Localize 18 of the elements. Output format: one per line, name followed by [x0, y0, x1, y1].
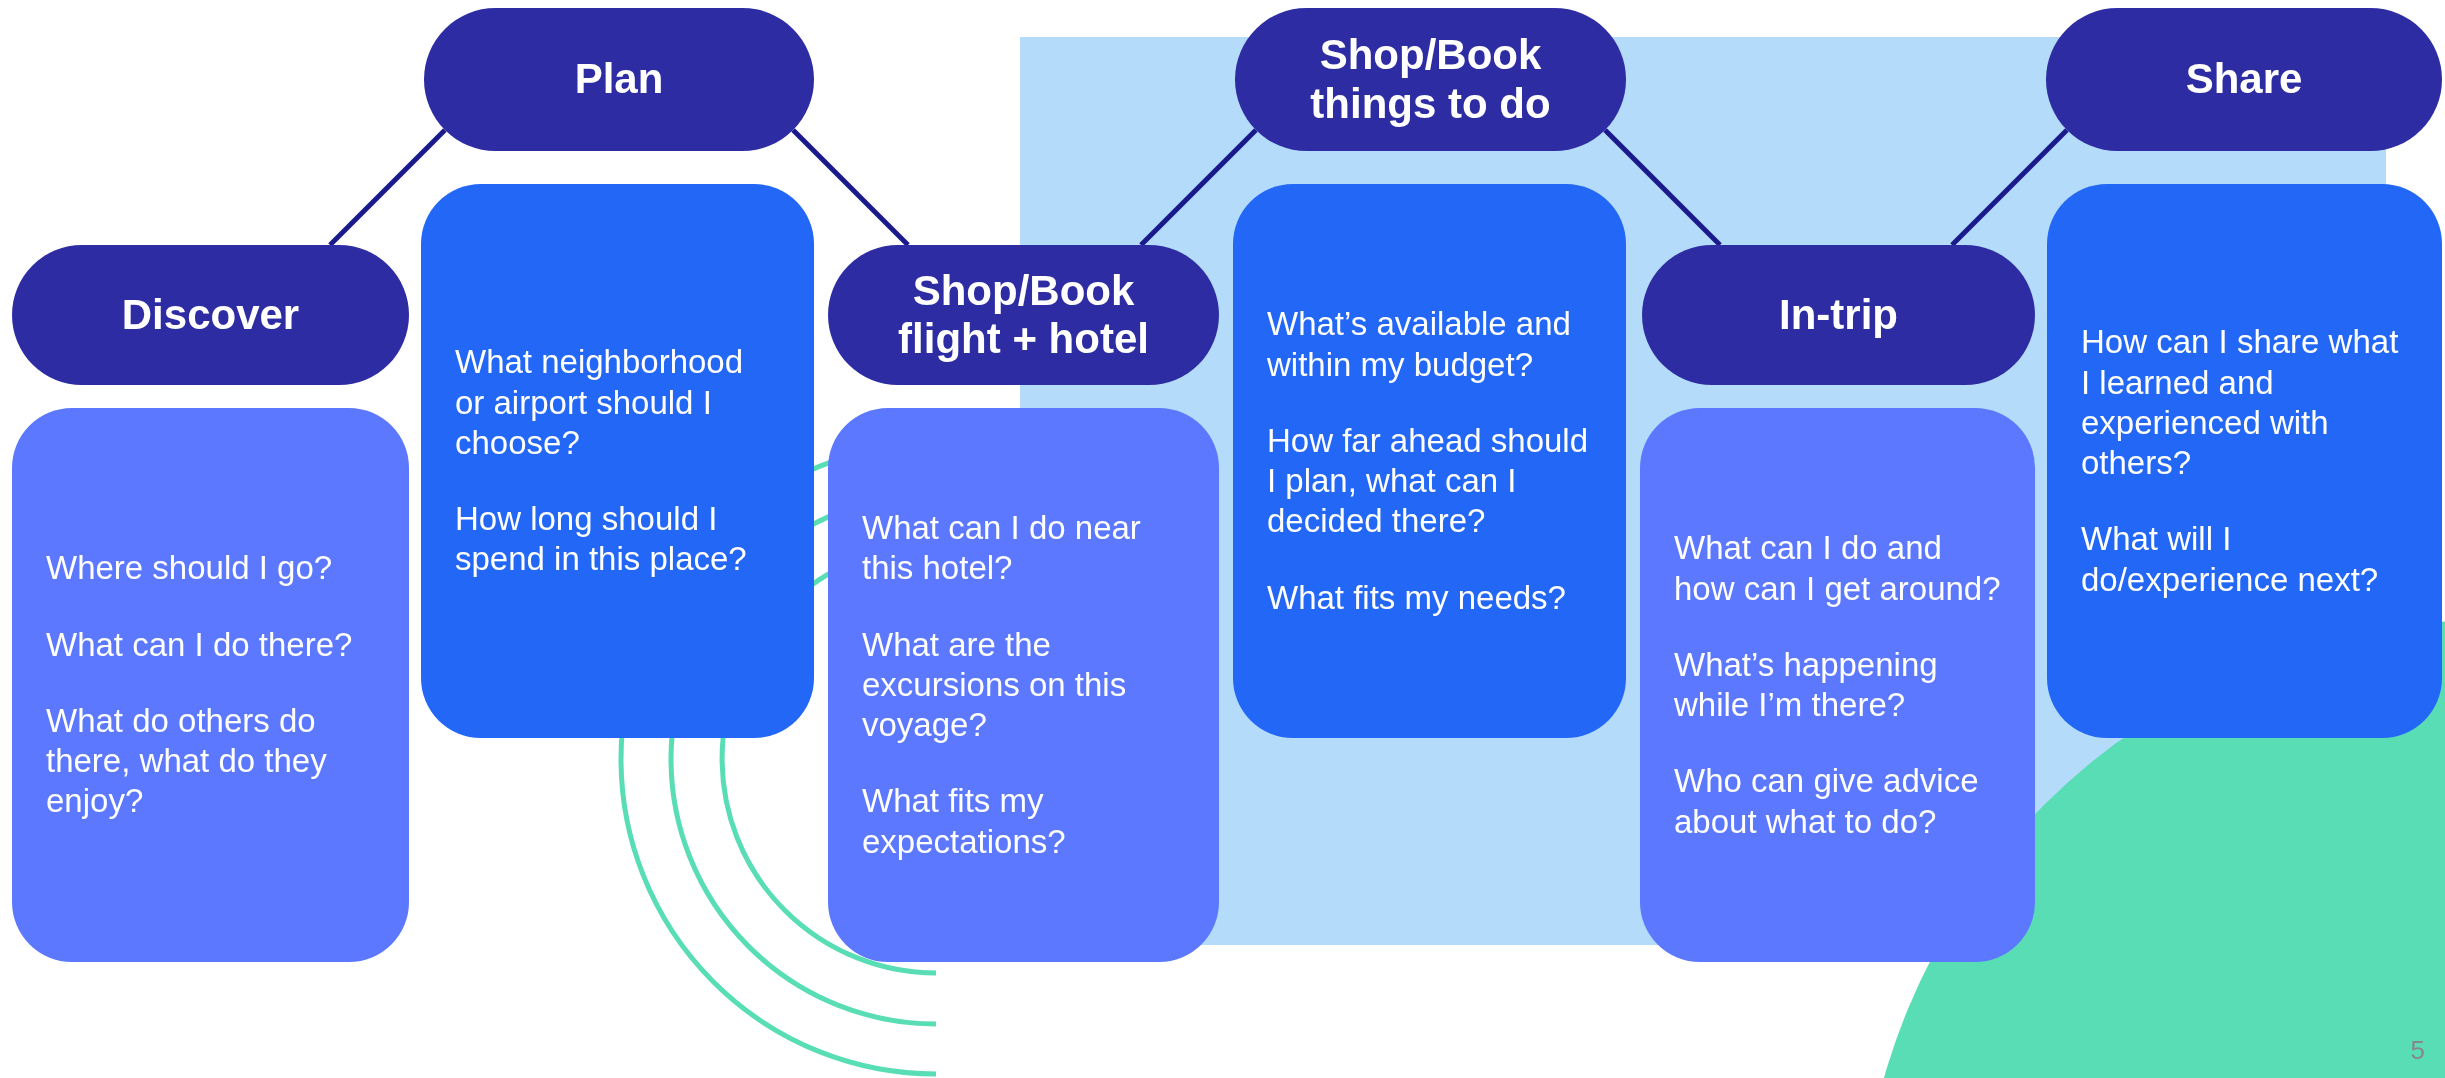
question-card: What can I do and how can I get around? What’s happening while I’m there? Who can give advice about what to do? — [1640, 408, 2035, 962]
connector-line — [1950, 128, 2069, 247]
stage-heading-pill: Plan — [424, 8, 814, 151]
connector-line — [328, 128, 447, 247]
connector-line — [1139, 128, 1258, 247]
question-card: What neighborhood or airport should I choose? How long should I spend in this place? — [421, 184, 814, 738]
stage-heading-pill: Discover — [12, 245, 409, 385]
stage-heading-pill: In-trip — [1642, 245, 2035, 385]
question-card: What’s available and within my budget? How far ahead should I plan, what can I decided there? What fits my needs? — [1233, 184, 1626, 738]
stage-heading-pill: Shop/Book flight + hotel — [828, 245, 1219, 385]
question-card: Where should I go? What can I do there? What do others do there, what do they enjoy? — [12, 408, 409, 962]
page-number: 5 — [2410, 1035, 2425, 1066]
stage-heading-pill: Share — [2046, 8, 2442, 151]
question-card: What can I do near this hotel? What are the excursions on this voyage? What fits my expectations? — [828, 408, 1219, 962]
stage-heading-pill: Shop/Book things to do — [1235, 8, 1626, 151]
connector-line — [1603, 128, 1722, 247]
question-card: How can I share what I learned and experienced with others? What will I do/experience next? — [2047, 184, 2442, 738]
connector-line — [791, 128, 910, 247]
